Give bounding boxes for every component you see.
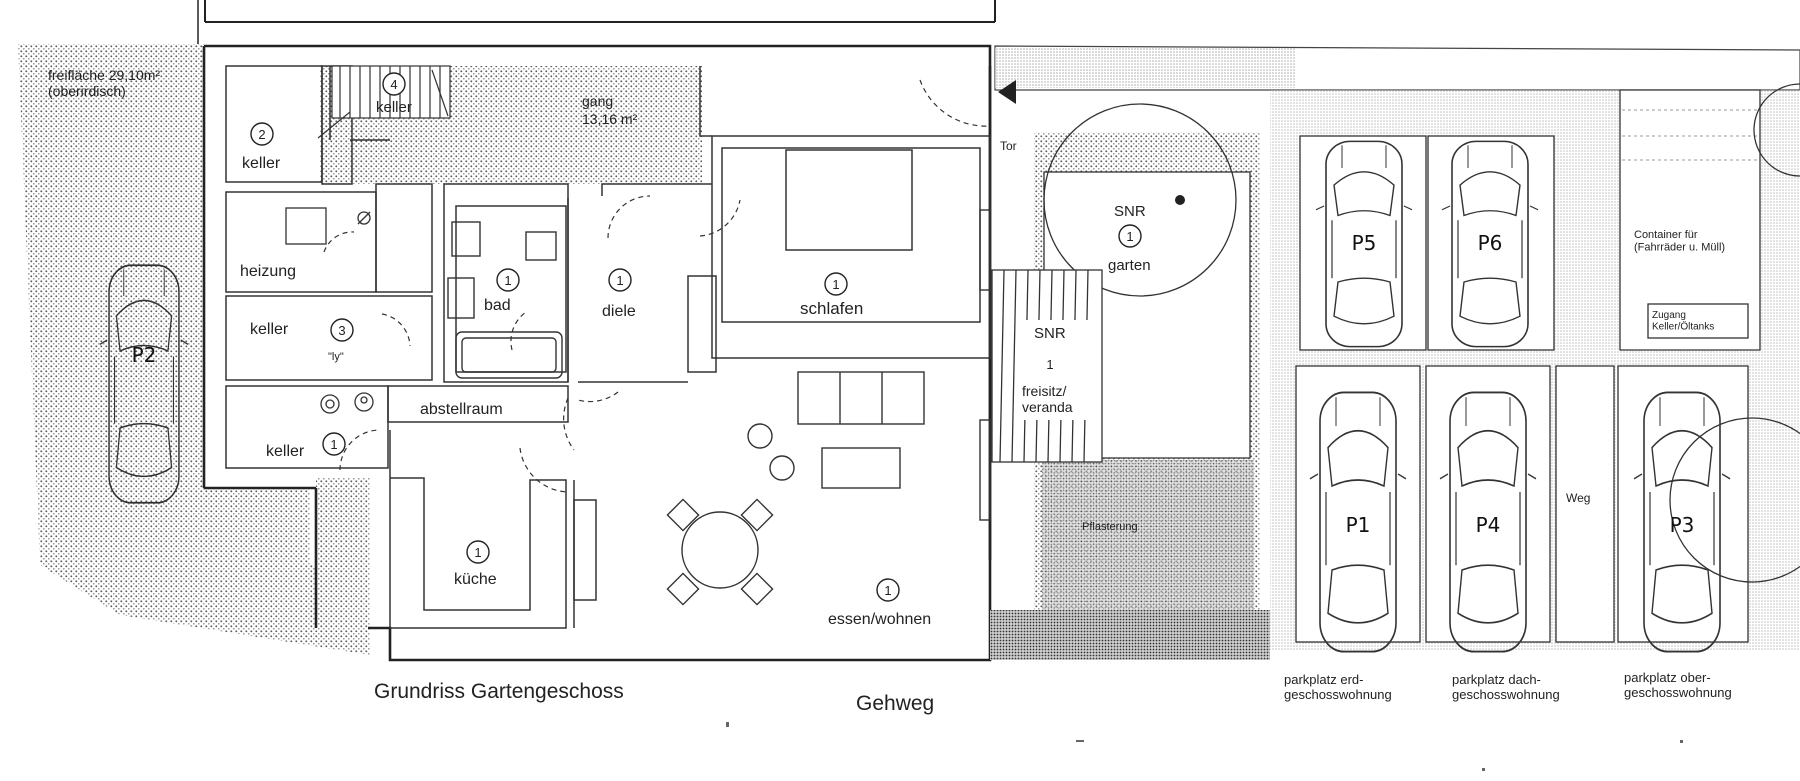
outdoor-area-left — [18, 44, 370, 655]
keller3-num: 3 — [338, 323, 345, 338]
keller-top-num: 4 — [390, 77, 397, 92]
keller1-label: keller — [266, 443, 305, 460]
gang-area-label: 13,16 m² — [582, 111, 638, 127]
heizung-label: heizung — [240, 263, 296, 280]
parking-area — [1270, 83, 1800, 650]
keller1-num: 1 — [330, 437, 337, 452]
bathroom-fixtures — [447, 221, 563, 379]
schlafen-num: 1 — [832, 277, 839, 292]
lightwell-hatch — [316, 478, 370, 628]
scan-marks — [726, 722, 1683, 771]
keller3-label: keller — [250, 321, 289, 338]
tor-label: Tor — [1000, 139, 1017, 153]
interior-walls — [225, 65, 991, 629]
parking-caption-p4: parkplatz dach-geschosswohnung — [1452, 672, 1560, 702]
bad-num: 1 — [504, 273, 511, 288]
parking-p2-label: P2 — [132, 343, 157, 367]
abstellraum-label: abstellraum — [420, 401, 503, 418]
garten-code: SNR — [1114, 203, 1146, 220]
parking-p4-label: P4 — [1476, 513, 1501, 537]
bad-label: bad — [484, 297, 511, 314]
pflasterung-label: Pflasterung — [1082, 521, 1138, 533]
keller-top-label: keller — [376, 99, 412, 116]
freiflaeche-label: freifläche 29,10m² — [48, 67, 160, 83]
gang-label: gang — [582, 93, 613, 109]
diele-num: 1 — [616, 273, 623, 288]
weg-label: Weg — [1566, 491, 1590, 505]
keller3-note: "ly" — [328, 351, 344, 363]
utility-fixtures — [285, 207, 374, 414]
parking-caption-p1: parkplatz erd-geschosswohnung — [1284, 672, 1392, 702]
veranda-code: SNR — [1034, 325, 1066, 342]
garten-num: 1 — [1126, 229, 1133, 244]
kueche-label: küche — [454, 571, 497, 588]
plan-title: Grundriss Gartengeschoss — [374, 680, 624, 703]
door-swings — [323, 79, 991, 493]
garten-label: garten — [1108, 257, 1151, 274]
freiflaeche-sub-label: (oberirdisch) — [48, 83, 126, 99]
essen-label: essen/wohnen — [828, 611, 931, 628]
veranda-num: 1 — [1046, 357, 1053, 372]
parking-p6-label: P6 — [1478, 231, 1503, 255]
bed — [785, 149, 913, 251]
keller-left-label: keller — [242, 155, 281, 172]
living-furniture — [666, 209, 991, 606]
parking-p5-label: P5 — [1352, 231, 1377, 255]
essen-num: 1 — [884, 583, 891, 598]
schlafen-label: schlafen — [800, 299, 863, 318]
gehweg-label: Gehweg — [856, 692, 934, 715]
diele-label: diele — [602, 303, 636, 320]
veranda-label-bg — [1016, 320, 1088, 420]
parking-p3-label: P3 — [1670, 513, 1695, 537]
container-label: Container für(Fahrräder u. Müll) — [1634, 229, 1725, 254]
keller-left-num: 2 — [258, 127, 265, 142]
veranda-label: freisitz/veranda — [1022, 383, 1073, 415]
top-building-fragment — [197, 0, 996, 48]
parking-caption-p3: parkplatz ober-geschosswohnung — [1624, 670, 1732, 700]
kueche-num: 1 — [474, 545, 481, 560]
parking-p1-label: P1 — [1346, 513, 1371, 537]
